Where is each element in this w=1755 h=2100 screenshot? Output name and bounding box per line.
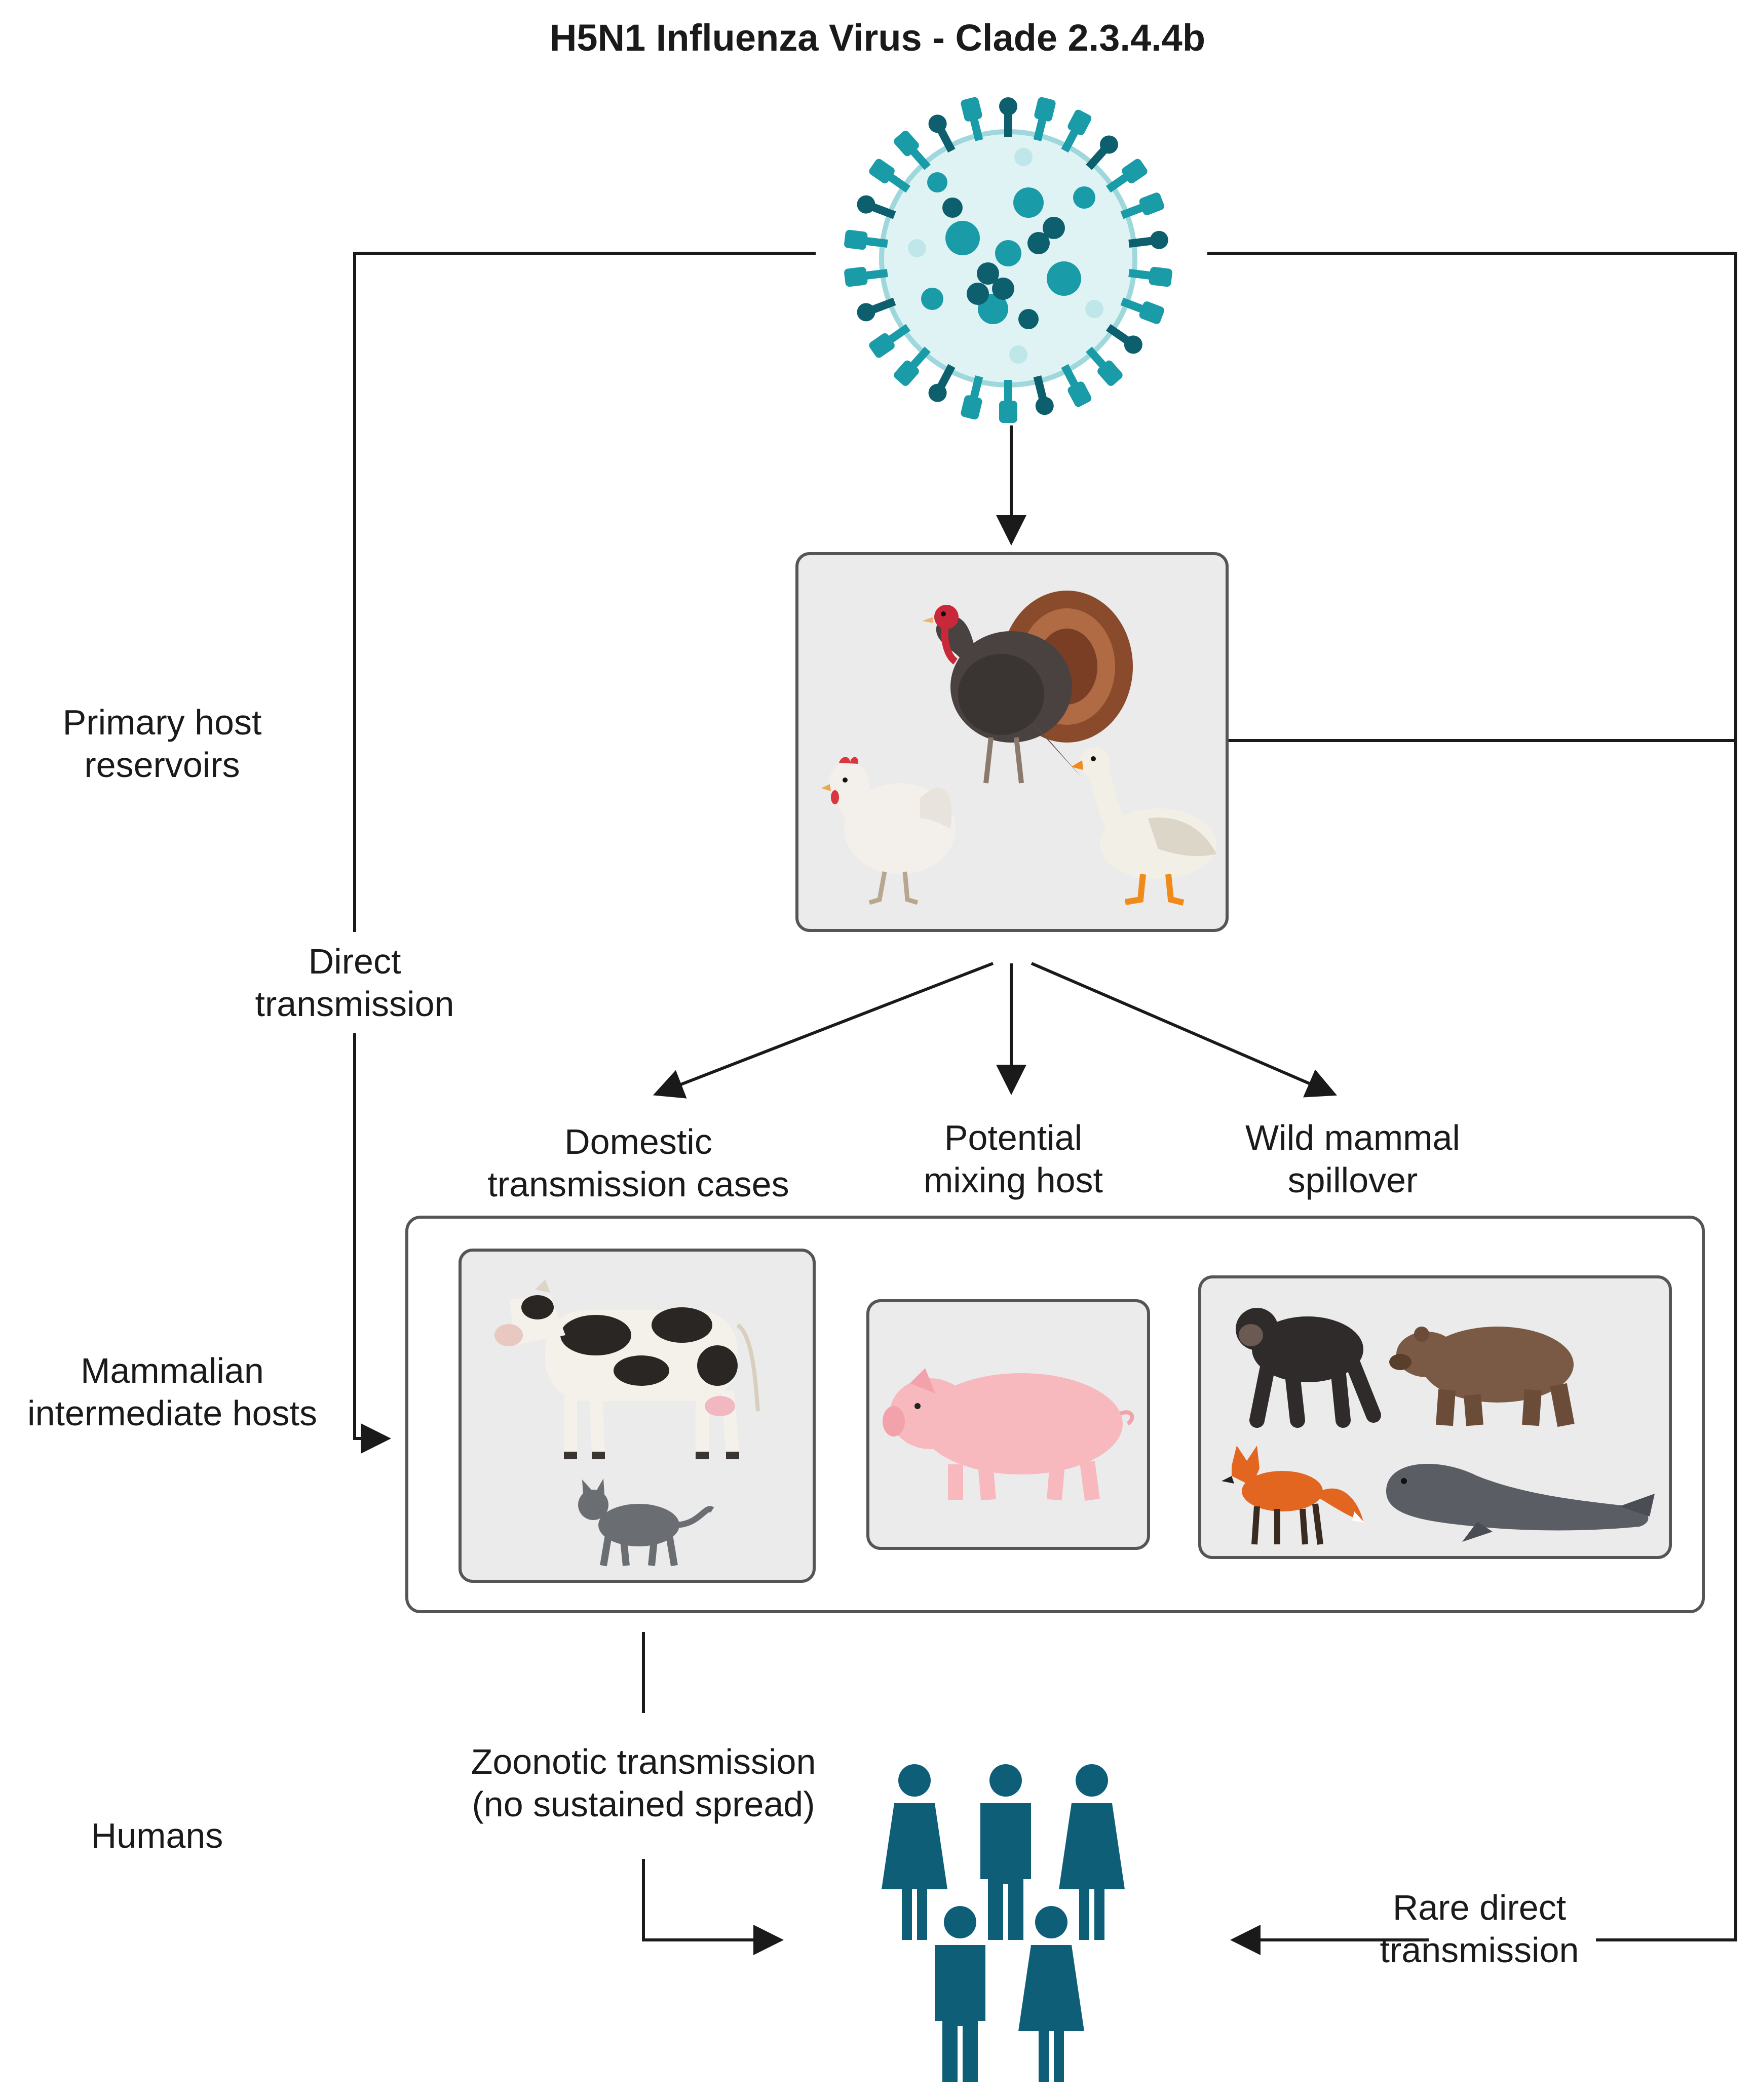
- cow-icon: [494, 1279, 760, 1459]
- domestic-box: [459, 1249, 816, 1583]
- chicken-icon: [821, 757, 956, 905]
- row-label-humans: Humans: [91, 1816, 223, 1855]
- bear-icon: [1389, 1327, 1575, 1427]
- human-group-icon: [882, 1764, 1125, 2082]
- label-zoonotic-transmission: Zoonotic transmission(no sustained sprea…: [471, 1742, 816, 1824]
- diagram-title: H5N1 Influenza Virus - Clade 2.3.4.4b: [549, 17, 1206, 59]
- birds-right-line: [1229, 739, 1737, 1941]
- mixing-host-box: [866, 1299, 1150, 1550]
- goose-icon: [1072, 748, 1216, 906]
- birds-to-domestic-arrow: [653, 962, 994, 1099]
- turkey-icon: [922, 591, 1133, 784]
- wild-mammal-box: [1198, 1275, 1672, 1559]
- virus-right-line: [1207, 252, 1737, 741]
- direct-transmission-line: [353, 252, 816, 932]
- primary-host-box: [795, 552, 1229, 932]
- birds-to-wild-arrow: [1031, 962, 1338, 1098]
- pig-icon: [883, 1368, 1134, 1501]
- cat-icon: [578, 1479, 714, 1567]
- chimpanzee-icon: [1236, 1308, 1381, 1428]
- direct-transmission-arrow: [353, 1033, 391, 1454]
- seal-icon: [1386, 1464, 1655, 1542]
- zoonotic-arrow: [642, 1859, 784, 1955]
- fox-icon: [1222, 1446, 1364, 1545]
- virus-particle-icon: [844, 97, 1172, 423]
